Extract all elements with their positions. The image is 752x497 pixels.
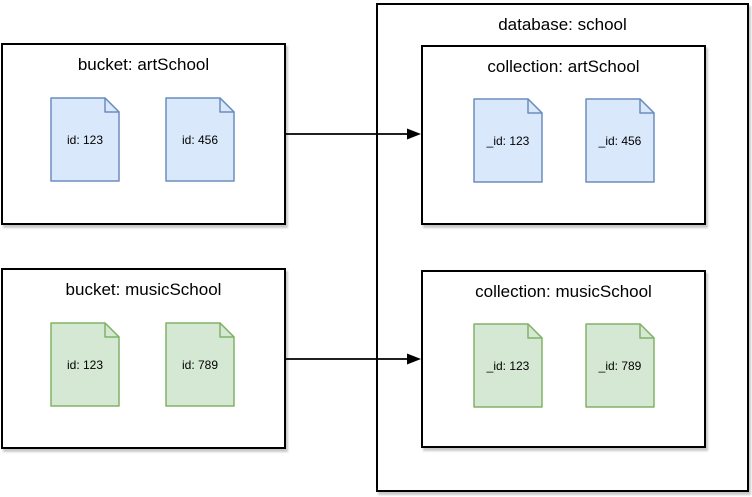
bucket-artschool-title: bucket: artSchool	[77, 55, 210, 74]
bucket-musicschool-box: bucket: musicSchool id: 123 id: 789	[1, 268, 286, 449]
document-icon	[473, 98, 543, 183]
document-label: _id: 123	[486, 133, 530, 148]
collection-musicschool-box: collection: musicSchool _id: 123 _id: 78…	[421, 270, 706, 448]
collection-musicschool-title: collection: musicSchool	[475, 282, 652, 301]
document-shape: id: 789	[165, 322, 235, 407]
document-shape: _id: 789	[585, 323, 655, 408]
document-label: id: 123	[66, 357, 104, 372]
document-icon	[50, 322, 120, 407]
document-label: id: 123	[66, 132, 104, 147]
document-shape: _id: 456	[585, 98, 655, 183]
document-icon	[585, 323, 655, 408]
bucket-artschool-box: bucket: artSchool id: 123 id: 456	[1, 43, 286, 225]
document-shape: id: 123	[50, 322, 120, 407]
collection-artschool-box: collection: artSchool _id: 123 _id: 456	[421, 45, 706, 225]
document-icon	[585, 98, 655, 183]
document-label: _id: 123	[486, 358, 530, 373]
document-label: id: 789	[181, 357, 219, 372]
database-school-box: database: school collection: artSchool _…	[376, 3, 749, 492]
document-label: id: 456	[181, 132, 219, 147]
document-shape: id: 123	[50, 97, 120, 182]
document-shape: _id: 123	[473, 98, 543, 183]
document-shape: _id: 123	[473, 323, 543, 408]
document-label: _id: 789	[598, 358, 642, 373]
document-shape: id: 456	[165, 97, 235, 182]
document-label: _id: 456	[598, 133, 642, 148]
collection-artschool-title: collection: artSchool	[487, 57, 640, 76]
document-icon	[165, 97, 235, 182]
document-icon	[50, 97, 120, 182]
bucket-musicschool-title: bucket: musicSchool	[65, 280, 222, 299]
database-school-title: database: school	[498, 15, 627, 34]
document-icon	[165, 322, 235, 407]
document-icon	[473, 323, 543, 408]
